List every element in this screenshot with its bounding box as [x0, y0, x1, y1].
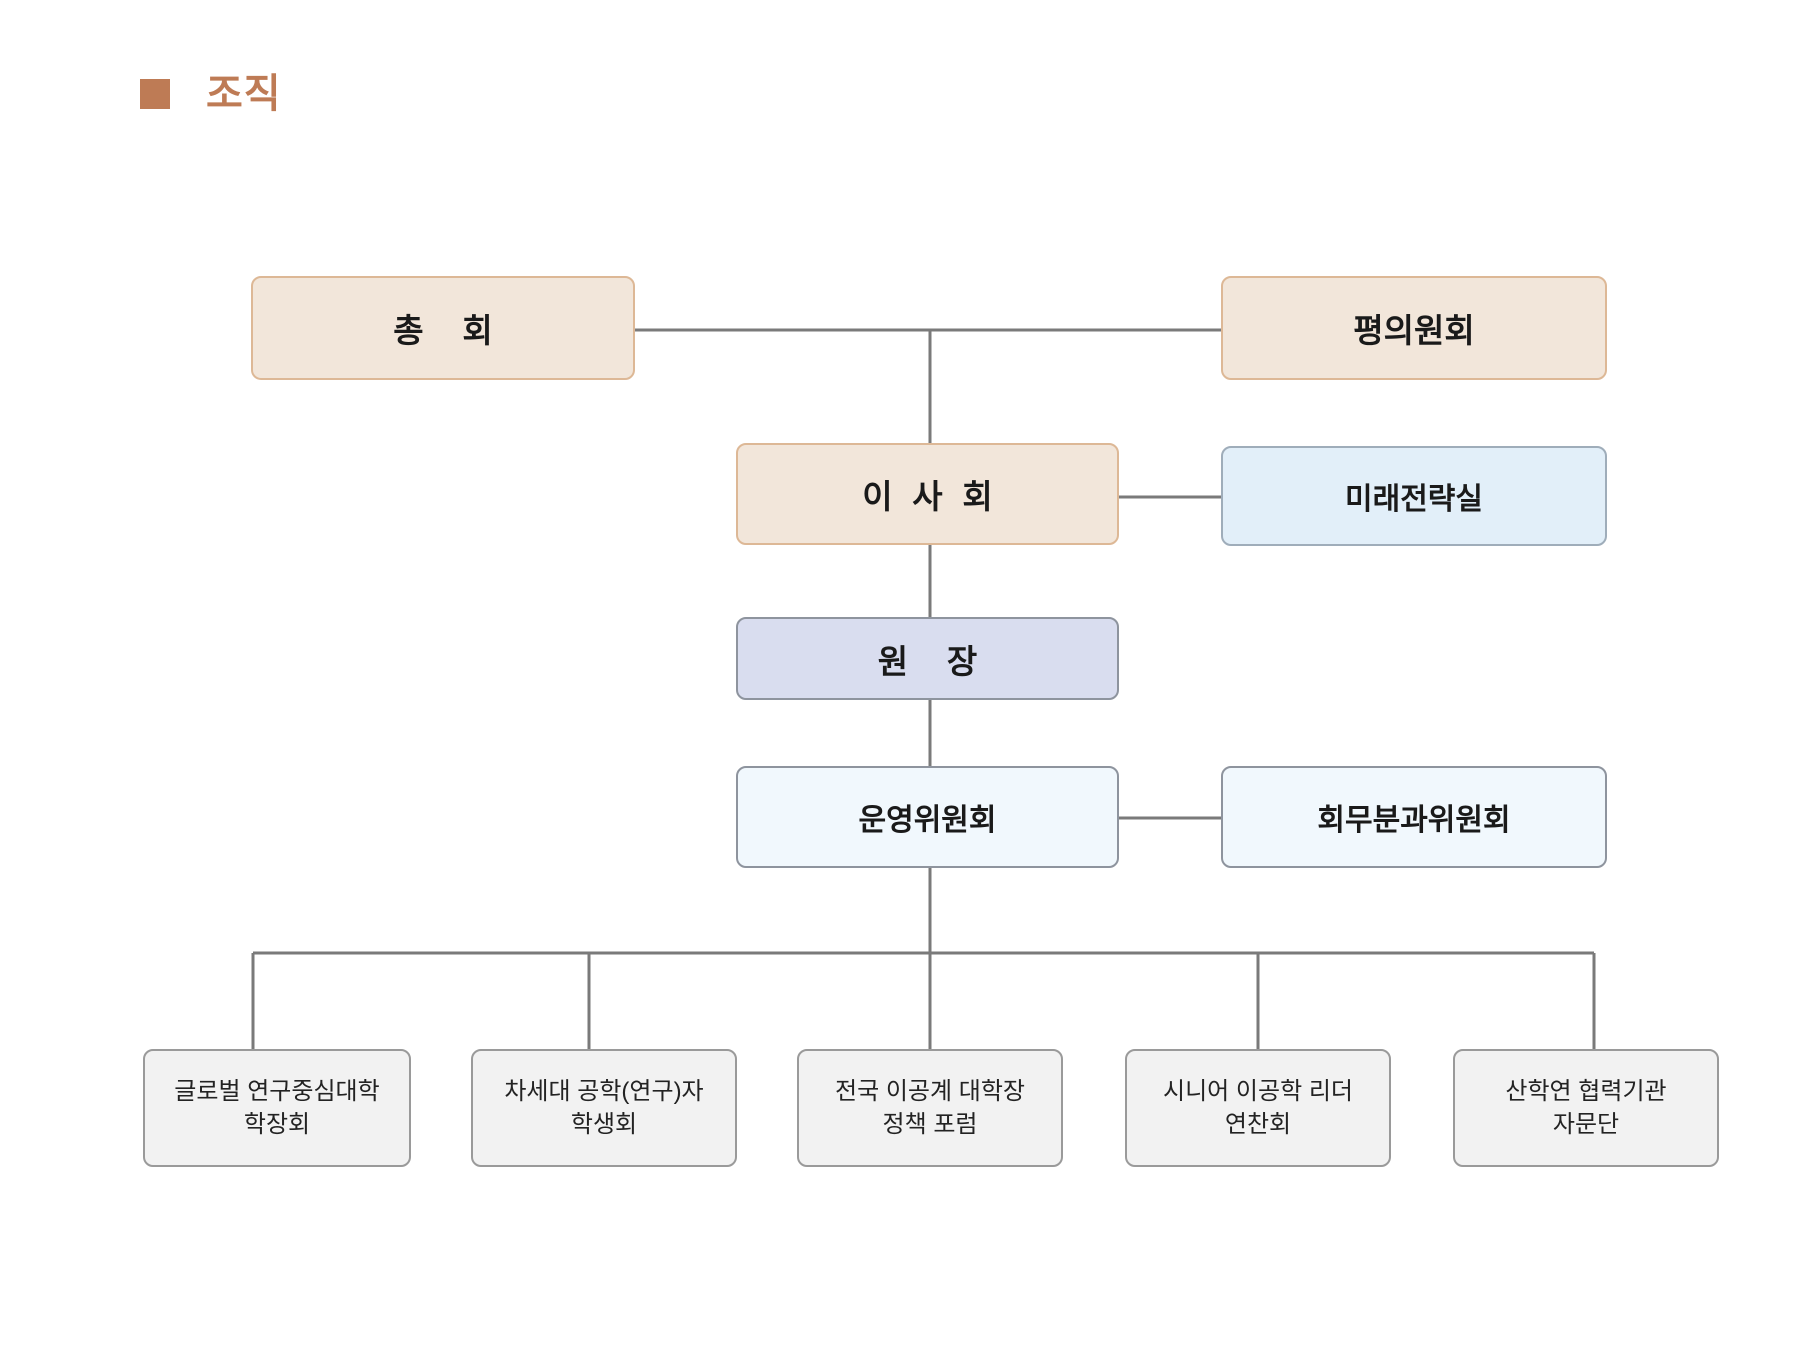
node-leaf-industry-academia-advisory-group[interactable]: 산학연 협력기관 자문단 — [1453, 1049, 1719, 1167]
node-leaf-senior-stem-leaders-workshop[interactable]: 시니어 이공학 리더 연찬회 — [1125, 1049, 1391, 1167]
node-leaf-national-stem-deans-policy-forum[interactable]: 전국 이공계 대학장 정책 포럼 — [797, 1049, 1063, 1167]
node-label: 차세대 공학(연구)자 학생회 — [504, 1077, 704, 1138]
node-label: 미래전략실 — [1345, 483, 1483, 516]
node-label: 평의원회 — [1353, 312, 1475, 349]
page-header: 조직 — [140, 74, 282, 114]
node-general-assembly[interactable]: 총 회 — [251, 276, 635, 380]
node-senate[interactable]: 평의원회 — [1221, 276, 1607, 380]
node-label: 글로벌 연구중심대학 학장회 — [174, 1077, 380, 1138]
node-steering-committee[interactable]: 운영위원회 — [736, 766, 1119, 868]
node-label: 회무분과위원회 — [1317, 804, 1511, 837]
node-board-of-directors[interactable]: 이 사 회 — [736, 443, 1119, 545]
node-label: 총 회 — [393, 312, 508, 349]
node-label: 원 장 — [877, 642, 993, 680]
node-label: 이 사 회 — [862, 478, 999, 515]
node-president[interactable]: 원 장 — [736, 617, 1119, 700]
node-label: 시니어 이공학 리더 연찬회 — [1163, 1077, 1353, 1138]
node-affairs-subcommittee[interactable]: 회무분과위원회 — [1221, 766, 1607, 868]
square-bullet-icon — [140, 79, 170, 109]
node-leaf-next-gen-engineers-students[interactable]: 차세대 공학(연구)자 학생회 — [471, 1049, 737, 1167]
node-label: 전국 이공계 대학장 정책 포럼 — [835, 1077, 1025, 1138]
node-label: 산학연 협력기관 자문단 — [1505, 1077, 1667, 1138]
node-label: 운영위원회 — [858, 804, 997, 837]
node-future-strategy-office[interactable]: 미래전략실 — [1221, 446, 1607, 546]
page-title: 조직 — [206, 72, 282, 116]
node-leaf-global-research-university-deans[interactable]: 글로벌 연구중심대학 학장회 — [143, 1049, 411, 1167]
